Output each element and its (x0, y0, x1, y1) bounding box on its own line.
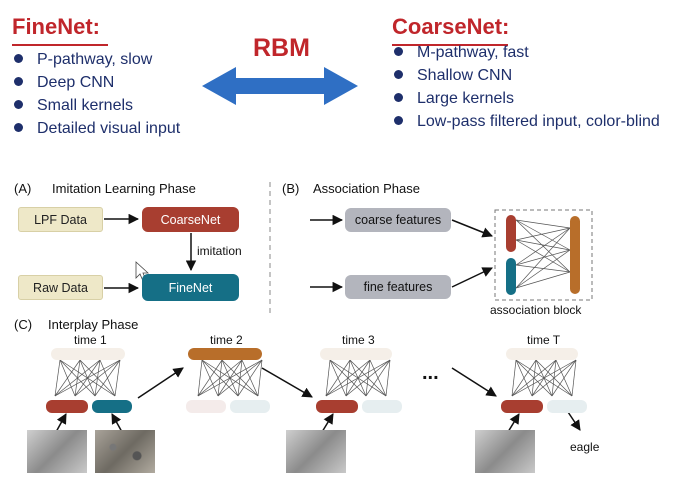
fine-node-bar (506, 258, 516, 295)
panel-c-tag: (C) (14, 317, 33, 332)
arrow-to-timeT (451, 367, 497, 397)
top-node-active-t2 (188, 348, 262, 360)
imitation-label: imitation (197, 244, 242, 258)
panel-a-tag: (A) (14, 181, 32, 196)
time-label-T: time T (527, 333, 561, 347)
coarse-node-t1 (46, 400, 88, 413)
top-node-faded-t3 (320, 348, 392, 360)
finenet-bullet-item: P-pathway, slow (14, 48, 180, 71)
ellipsis: ... (422, 362, 439, 384)
arrow-to-output (567, 411, 581, 431)
association-block-label: association block (490, 303, 582, 317)
association-node-bar (570, 216, 580, 294)
coarsenet-bullet-item: M-pathway, fast (394, 41, 660, 64)
bullet-dot-icon (14, 77, 23, 86)
fine-node-faded-t2 (230, 400, 270, 413)
coarse-node-tT (501, 400, 543, 413)
arrow-image-to-coarse-tT (507, 413, 520, 433)
fine-node-t1 (92, 400, 132, 413)
finenet-bullet-item: Detailed visual input (14, 117, 180, 140)
bullet-dot-icon (14, 123, 23, 132)
fine-node-faded-t3 (362, 400, 402, 413)
blurred-eagle-image-t1 (27, 430, 87, 473)
association-block-connections (515, 219, 571, 289)
finenet-bullet-list: P-pathway, slow Deep CNN Small kernels D… (14, 48, 180, 140)
time-label-1: time 1 (74, 333, 107, 347)
coarse-features-box: coarse features (345, 208, 451, 232)
bullet-dot-icon (14, 54, 23, 63)
panel-a-title: Imitation Learning Phase (52, 181, 196, 196)
raw-data-box: Raw Data (18, 275, 103, 300)
coarsenet-bullet-item: Low-pass filtered input, color-blind (394, 110, 660, 133)
finenet-title: FineNet: (12, 14, 100, 39)
coarsenet-title-underline (392, 44, 508, 46)
finenet-box: FineNet (142, 274, 239, 301)
coarse-node-t3 (316, 400, 358, 413)
coarse-node-bar (506, 215, 516, 252)
fine-node-faded-tT (547, 400, 587, 413)
finenet-bullet-item: Small kernels (14, 94, 180, 117)
top-node-faded-t1 (51, 348, 125, 360)
rbm-label: RBM (253, 34, 310, 62)
arrow-time1-to-time2 (137, 367, 184, 399)
finenet-title-underline (12, 44, 108, 46)
arrow-coarse-to-block (451, 219, 493, 238)
network-connections-time-3 (325, 359, 391, 397)
bullet-dot-icon (394, 93, 403, 102)
coarsenet-title: CoarseNet: (392, 14, 510, 39)
coarse-node-faded-t2 (186, 400, 226, 413)
blurred-eagle-image-t3 (286, 430, 346, 473)
network-connections-time-2 (197, 359, 263, 397)
association-block-frame (494, 209, 593, 301)
bullet-dot-icon (394, 47, 403, 56)
double-headed-arrow-icon (202, 67, 358, 105)
panel-b-tag: (B) (282, 181, 300, 196)
arrow-time2-to-time3 (261, 367, 313, 398)
bullet-dot-icon (394, 116, 403, 125)
panel-b-title: Association Phase (313, 181, 420, 196)
lpf-data-box: LPF Data (18, 207, 103, 232)
network-connections-time-1 (54, 359, 121, 397)
coarsenet-bullet-list: M-pathway, fast Shallow CNN Large kernel… (394, 41, 660, 133)
arrow-image-to-coarse-t3 (321, 413, 334, 433)
finenet-bullet-item: Deep CNN (14, 71, 180, 94)
output-label: eagle (570, 440, 600, 454)
fine-features-box: fine features (345, 275, 451, 299)
bullet-dot-icon (394, 70, 403, 79)
coarsenet-bullet-item: Large kernels (394, 87, 660, 110)
bullet-dot-icon (14, 100, 23, 109)
coarsenet-bullet-item: Shallow CNN (394, 64, 660, 87)
panel-c-title: Interplay Phase (48, 317, 139, 332)
time-label-3: time 3 (342, 333, 375, 347)
coarsenet-box: CoarseNet (142, 207, 239, 232)
arrow-image-to-coarse-t1 (55, 413, 67, 433)
blurred-eagle-image-tT (475, 430, 535, 473)
network-connections-time-T (511, 359, 577, 397)
arrow-image-to-fine-t1 (111, 413, 123, 433)
arrow-fine-to-block (451, 267, 493, 288)
eagle-image-t1 (95, 430, 155, 473)
top-node-faded-tT (506, 348, 578, 360)
time-label-2: time 2 (210, 333, 243, 347)
